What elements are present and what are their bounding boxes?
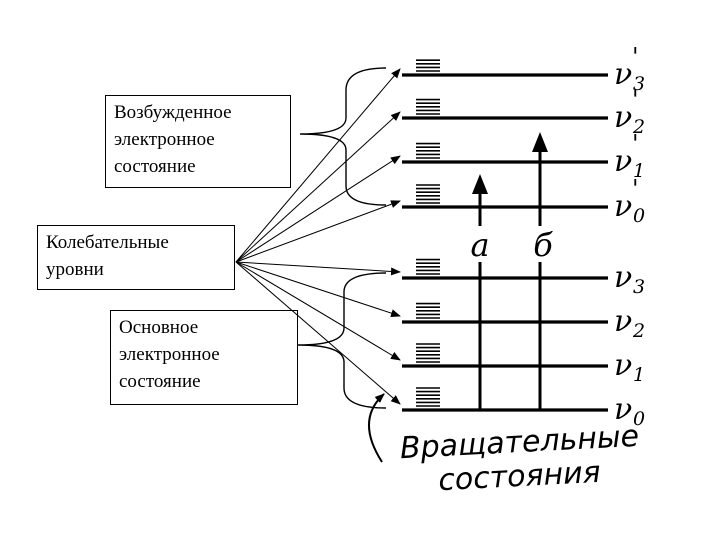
pointer-arrow xyxy=(235,68,401,263)
level-subscript: 1 xyxy=(633,364,645,386)
level-prime: ' xyxy=(632,43,639,71)
transition-arrowhead xyxy=(472,174,488,194)
vibrational-levels-box: Колебательные уровни xyxy=(37,225,235,290)
level-subscript: 0 xyxy=(633,408,645,430)
level-label: ν xyxy=(614,100,632,135)
level-subscript: 2 xyxy=(632,116,645,138)
pointer-arrow xyxy=(235,261,401,317)
excited-state-line-1: Возбужденное xyxy=(114,102,232,123)
transition-label-bg xyxy=(466,228,494,262)
level-label: ν xyxy=(614,260,632,295)
level-subscript: 1 xyxy=(633,160,645,182)
level-prime: ' xyxy=(632,86,639,114)
level-label: ν xyxy=(614,144,632,179)
ground-state-line-3: состояние xyxy=(119,371,201,392)
ground-state-line-2: электронное xyxy=(119,344,220,365)
ground-state-box: Основное электронное состояние xyxy=(110,310,298,405)
level-label: ν xyxy=(614,304,632,339)
level-label: ν xyxy=(614,189,632,224)
ground-state-line-1: Основное xyxy=(119,317,199,338)
excited-state-line-3: состояние xyxy=(114,156,196,177)
excited-state-box: Возбужденное электронное состояние xyxy=(105,95,291,188)
level-subscript: 0 xyxy=(633,205,645,227)
vibrational-levels-line-1: Колебательные xyxy=(46,232,169,253)
pointer-arrows xyxy=(235,68,401,405)
transition-label: б xyxy=(533,226,553,264)
level-prime: ' xyxy=(632,130,639,158)
pointer-arrow xyxy=(235,261,401,276)
rotational-caption-line-2: состояния xyxy=(438,455,602,498)
vibrational-levels-line-2: уровни xyxy=(46,259,104,280)
excited-state-brace xyxy=(299,67,387,206)
transition-arrowhead xyxy=(532,132,548,152)
excited-state-line-2: электронное xyxy=(114,129,215,150)
level-label: ν xyxy=(614,348,632,383)
level-label: ν xyxy=(614,57,632,92)
pointer-arrow xyxy=(235,111,401,263)
level-subscript: 3 xyxy=(633,276,645,298)
pointer-arrow xyxy=(235,261,401,405)
pointer-arrow xyxy=(235,261,401,361)
transition-label-bg xyxy=(526,228,554,262)
level-prime: ' xyxy=(632,175,639,203)
pointer-arrow xyxy=(235,155,401,263)
level-label: ν xyxy=(614,392,632,427)
ground-state-brace xyxy=(297,272,387,409)
level-subscript: 2 xyxy=(632,320,645,342)
transition-label: а xyxy=(470,226,489,264)
level-subscript: 3 xyxy=(633,73,645,95)
rotational-curved-arrow xyxy=(368,393,385,463)
pointer-arrow xyxy=(235,200,401,263)
